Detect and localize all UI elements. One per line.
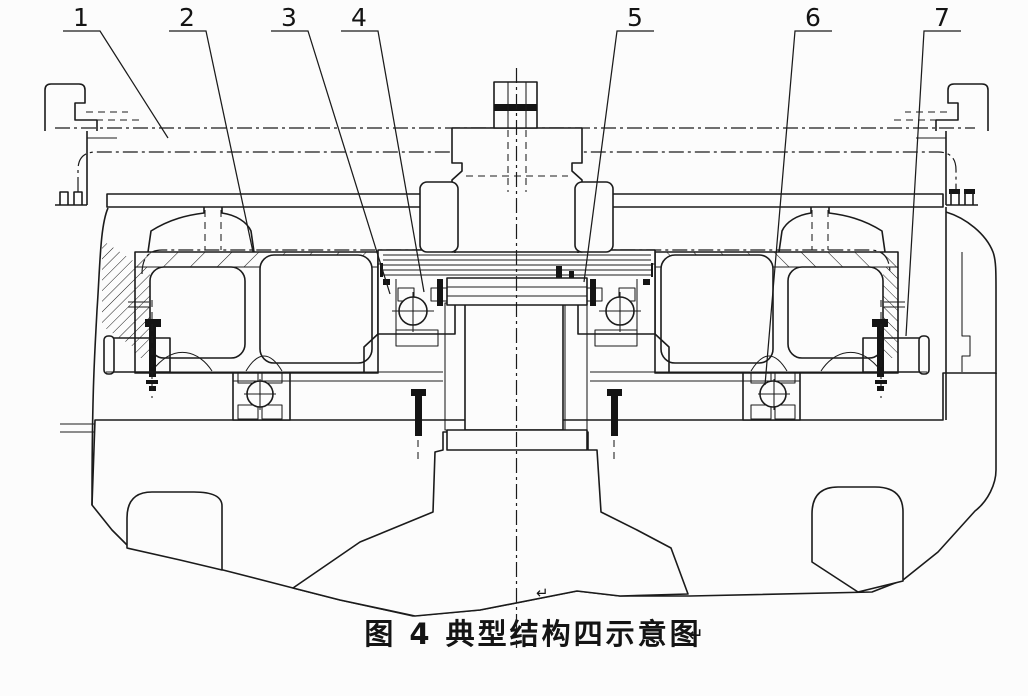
part-label-3: 3 [281, 3, 297, 32]
corner-flange [44, 83, 98, 131]
leader-line-1 [63, 30, 169, 139]
caption-return-mark: ↵ [688, 624, 704, 646]
right-window-cutout [811, 486, 904, 593]
part-label-1: 1 [73, 3, 89, 32]
pedestal [292, 431, 689, 617]
part-label-5: 5 [627, 3, 643, 32]
leader-line-4 [341, 30, 425, 293]
leader-line-7 [905, 30, 961, 337]
top-cap-assembly [419, 81, 614, 253]
part-callouts: 1 2 3 4 5 6 7 [63, 3, 961, 386]
left-outer-wall [60, 207, 135, 506]
leader-line-6 [764, 30, 832, 386]
central-shaft [411, 277, 622, 464]
leader-line-5 [583, 30, 654, 283]
bearing-crosshairs [244, 292, 790, 410]
body-return-mark: ↵ [536, 584, 549, 602]
part-label-2: 2 [179, 3, 195, 32]
support-bell [147, 207, 255, 253]
right-outer-wall [945, 189, 997, 420]
left-window-cutout [126, 491, 223, 571]
leader-line-2 [169, 30, 254, 253]
housing-half-mirrored [577, 83, 989, 421]
figure-caption: 图 4 典型结构四示意图 [364, 617, 701, 651]
part-label-6: 6 [805, 3, 821, 32]
part-label-4: 4 [351, 3, 367, 32]
leader-line-3 [271, 30, 391, 295]
part-label-7: 7 [934, 3, 950, 32]
base-housing-section [91, 372, 997, 617]
center-bore [464, 302, 564, 431]
